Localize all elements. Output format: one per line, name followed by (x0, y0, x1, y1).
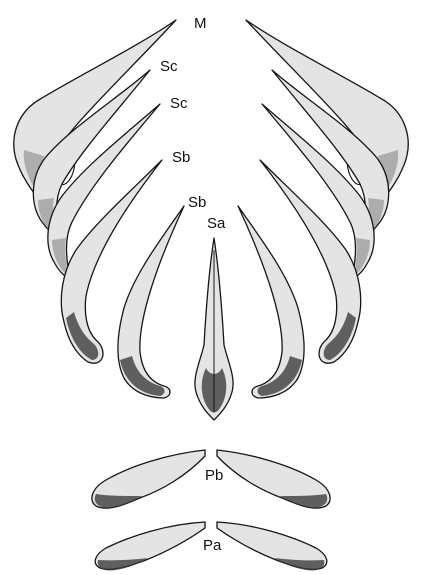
label-sc-lower: Sc (170, 95, 188, 112)
label-m: M (194, 15, 207, 32)
label-sc-upper: Sc (160, 58, 178, 75)
label-sb-lower: Sb (188, 194, 206, 211)
apparatus-right-half (217, 20, 408, 571)
label-sb-upper: Sb (172, 149, 190, 166)
label-sa: Sa (207, 215, 226, 232)
label-pa: Pa (203, 537, 222, 554)
label-pb: Pb (205, 467, 223, 484)
